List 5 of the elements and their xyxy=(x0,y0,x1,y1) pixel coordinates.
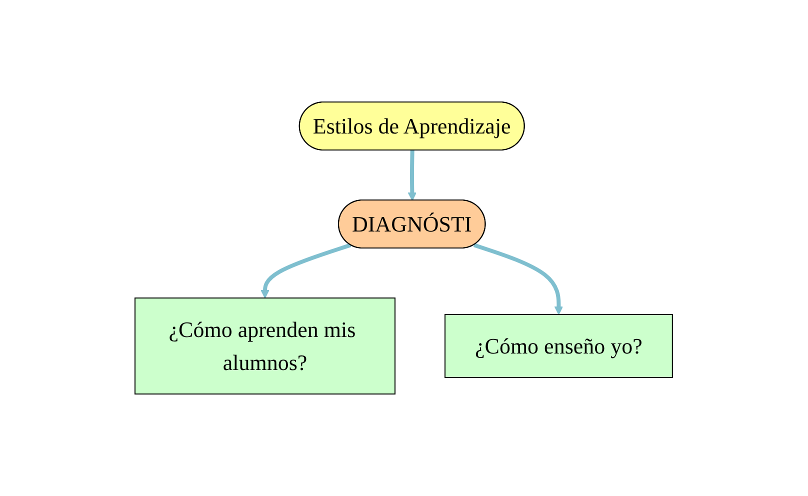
node-box: ¿Cómo enseño yo? xyxy=(444,314,674,378)
arrow xyxy=(408,150,417,201)
arrow xyxy=(474,243,564,315)
arrow xyxy=(260,243,352,298)
node-box: ¿Cómo aprenden mis alumnos? xyxy=(134,298,396,394)
